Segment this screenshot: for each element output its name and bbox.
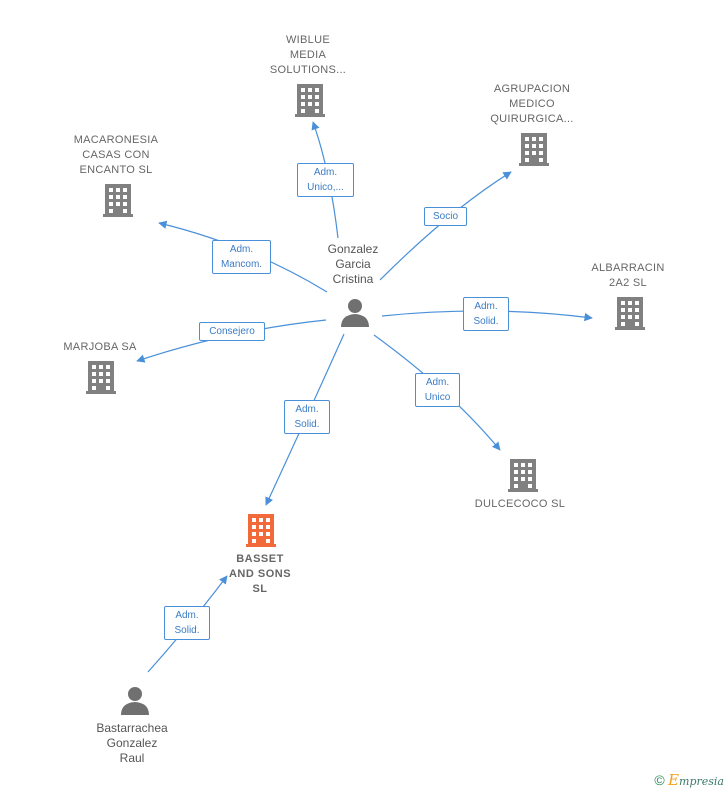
relation-badge-bastarrachea-basset[interactable]: Adm. Solid. [164, 606, 210, 640]
building-icon-agrupacion[interactable] [519, 133, 549, 166]
relation-badge-marjoba[interactable]: Consejero [199, 322, 265, 341]
relation-badge-basset[interactable]: Adm. Solid. [284, 400, 330, 434]
person-label-bastarrachea[interactable]: Bastarrachea Gonzalez Raul [96, 721, 168, 765]
relation-badge-wiblue[interactable]: Adm. Unico,... [297, 163, 354, 197]
copyright-icon: © [654, 772, 665, 788]
relation-badge-agrupacion[interactable]: Socio [424, 207, 467, 226]
company-label-marjoba[interactable]: MARJOBA SA [63, 341, 137, 353]
company-label-agrupacion[interactable]: AGRUPACION MEDICO QUIRURGICA... [490, 83, 574, 125]
brand-initial: E [668, 771, 680, 789]
company-label-macaronesia[interactable]: MACARONESIA CASAS CON ENCANTO SL [73, 134, 159, 176]
company-label-wiblue[interactable]: WIBLUE MEDIA SOLUTIONS... [269, 34, 347, 76]
company-label-dulcecoco[interactable]: DULCECOCO SL [474, 498, 566, 510]
building-icon-macaronesia[interactable] [103, 184, 133, 217]
relation-badge-dulcecoco[interactable]: Adm. Unico [415, 373, 460, 407]
relation-badge-macaronesia[interactable]: Adm. Mancom. [212, 240, 271, 274]
relation-badge-albarracin[interactable]: Adm. Solid. [463, 297, 509, 331]
building-icon-marjoba[interactable] [86, 361, 116, 394]
footer-credit[interactable]: © Empresia [654, 771, 724, 789]
building-icon-wiblue[interactable] [295, 84, 325, 117]
building-icon-basset[interactable] [246, 514, 276, 547]
person-icon-bastarrachea[interactable] [121, 687, 149, 715]
person-label-gonzalez[interactable]: Gonzalez Garcia Cristina [327, 242, 379, 286]
building-icon-dulcecoco[interactable] [508, 459, 538, 492]
company-label-basset[interactable]: BASSET AND SONS SL [228, 553, 292, 595]
person-icon-gonzalez[interactable] [341, 299, 369, 327]
company-label-albarracin[interactable]: ALBARRACIN 2A2 SL [591, 262, 665, 289]
brand-logo: Empresia [668, 771, 724, 789]
brand-name: mpresia [679, 775, 724, 788]
building-icon-albarracin[interactable] [615, 297, 645, 330]
